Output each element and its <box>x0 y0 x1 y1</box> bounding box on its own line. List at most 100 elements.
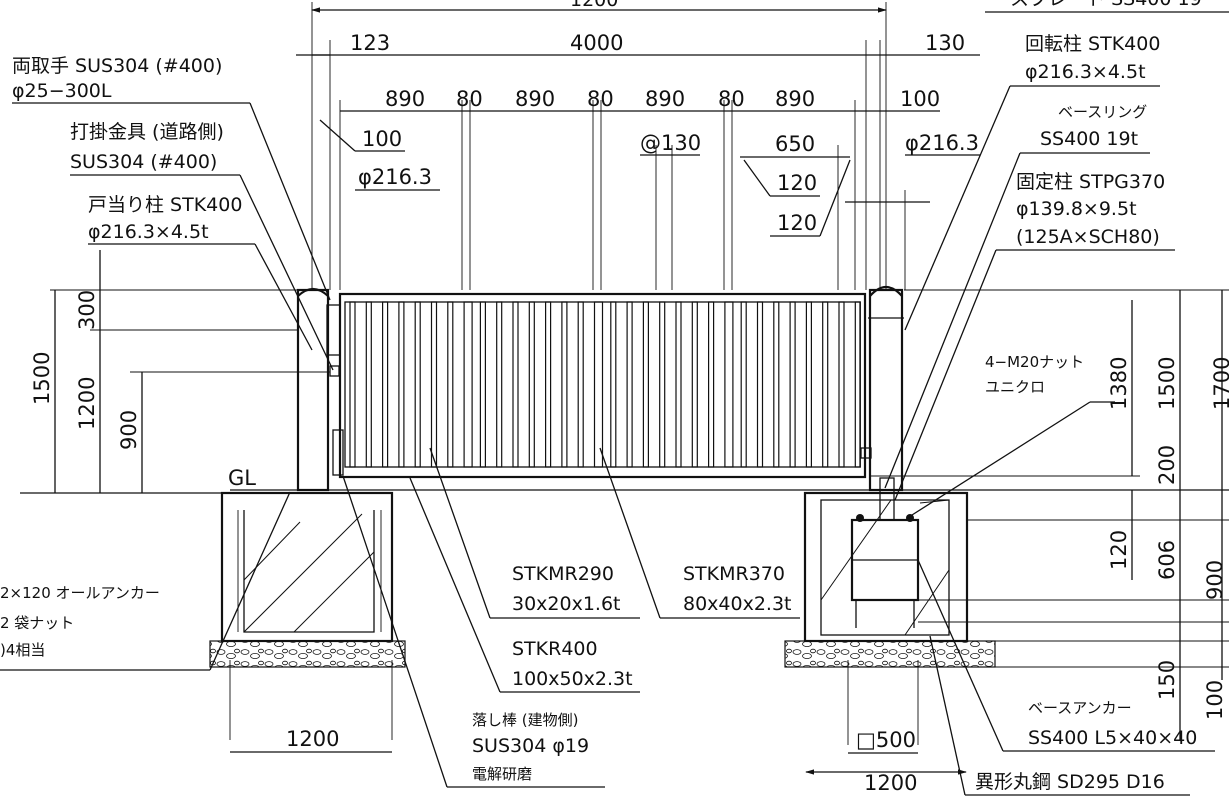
gate-slats <box>349 301 861 468</box>
pivot-post-right <box>860 285 904 492</box>
gate-slat <box>854 301 861 468</box>
latch-bracket <box>326 304 341 356</box>
dim-base-1200-right: 1200 <box>864 771 917 795</box>
gate-slat <box>577 301 584 468</box>
dim-top-overall: 1200 <box>570 0 618 11</box>
dim-130: 130 <box>925 31 965 55</box>
gate-panel <box>338 292 867 479</box>
dim-v-1200: 1200 <box>75 377 99 430</box>
vertical-dimensions-right: 1380 1500 1700 200 120 606 900 150 100 <box>870 289 1229 740</box>
label-anchor-b: SS400 L5×40×40 <box>1028 727 1197 749</box>
gate-slat <box>675 301 682 468</box>
gate-slat <box>382 301 389 468</box>
label-dropbar-b: SUS304 φ19 <box>472 735 589 757</box>
gate-slat <box>724 301 734 468</box>
label-stop-post-size: φ216.3×4.5t <box>88 221 209 243</box>
label-fixed-post-size: φ139.8×9.5t <box>1016 198 1137 220</box>
gate-slat <box>805 301 813 468</box>
dim-650: 650 <box>775 132 815 156</box>
dim-120-b: 120 <box>777 211 817 235</box>
gl-label: GL <box>228 466 256 490</box>
label-left-anchor-b: 2 袋ナット <box>0 614 74 632</box>
label-rebar: 異形丸鋼 SD295 D16 <box>975 771 1165 793</box>
dim-v-200: 200 <box>1155 445 1179 485</box>
dim-phi-left: φ216.3 <box>358 165 432 189</box>
dim-890-d: 890 <box>775 87 815 111</box>
dim-4000: 4000 <box>570 31 623 55</box>
gate-slat <box>740 301 747 468</box>
dim-100-right: 100 <box>900 87 940 111</box>
dim-80-c: 80 <box>718 87 745 111</box>
label-base-ring-title: ベースリング <box>1058 103 1147 121</box>
label-base-ring-spec: SS400 19t <box>1040 128 1138 150</box>
gate-slat <box>659 301 666 468</box>
label-stkr400-b: 100x50x2.3t <box>512 668 633 690</box>
dim-v-120: 120 <box>1107 530 1131 570</box>
dim-120-a: 120 <box>777 171 817 195</box>
dim-100-left: 100 <box>362 127 402 151</box>
label-latch-title: 打掛金具 (道路側) <box>70 121 224 143</box>
dim-v-100: 100 <box>1203 680 1227 720</box>
gate-slat <box>496 301 503 468</box>
gate-slat <box>707 301 715 468</box>
label-plate-top: ースプレート SS400 19 <box>992 0 1202 10</box>
foundation-left: 1200 <box>209 491 406 753</box>
dim-v-1380: 1380 <box>1107 357 1131 410</box>
gate-slat <box>822 301 829 468</box>
label-dropbar-a: 落し棒 (建物側) <box>472 711 578 729</box>
label-stkr400-a: STKR400 <box>512 638 598 660</box>
label-nut-title: 4−M20ナット <box>985 353 1084 371</box>
label-left-anchor-a: 2×120 オールアンカー <box>0 584 160 602</box>
dim-v-300: 300 <box>75 290 99 330</box>
ground-line: GL <box>20 466 1229 494</box>
gate-slat <box>756 301 764 468</box>
dim-pitch-130: @130 <box>640 131 701 155</box>
dim-v-900-right: 900 <box>1203 560 1227 600</box>
callouts-right: ースプレート SS400 19 回転柱 STK400 φ216.3×4.5t ベ… <box>884 0 1229 796</box>
label-pivot-post-spec: 回転柱 STK400 <box>1025 33 1160 55</box>
dim-80-b: 80 <box>587 87 614 111</box>
label-pivot-post-size: φ216.3×4.5t <box>1025 61 1146 83</box>
gate-slat <box>512 301 519 468</box>
dim-890-c: 890 <box>645 87 685 111</box>
dim-v-1700: 1700 <box>1210 357 1229 410</box>
label-stkmr370-b: 80x40x2.3t <box>683 593 792 615</box>
gate-slat <box>773 301 780 468</box>
gate-slat <box>349 301 356 468</box>
top-dimensions: 1200 123 4000 130 890 80 890 80 890 80 8… <box>296 0 980 290</box>
gate-slat <box>528 301 535 468</box>
stop-post-left <box>296 287 344 492</box>
gate-slat <box>691 301 698 468</box>
dim-v-900-left: 900 <box>117 410 141 450</box>
gate-slat <box>610 301 617 468</box>
dim-v-1500-right: 1500 <box>1155 357 1179 410</box>
gate-slat <box>544 301 552 468</box>
label-latch-spec: SUS304 (#400) <box>70 151 217 173</box>
dim-123: 123 <box>350 31 390 55</box>
gate-slat <box>593 301 604 468</box>
label-stkmr290-b: 30x20x1.6t <box>512 593 621 615</box>
dim-890-a: 890 <box>385 87 425 111</box>
drop-bar <box>332 429 344 476</box>
dim-phi-right: φ216.3 <box>905 131 979 155</box>
dim-890-b: 890 <box>515 87 555 111</box>
gate-slat <box>642 301 650 468</box>
label-handle-spec: 両取手 SUS304 (#400) <box>12 55 222 77</box>
dim-v-1500-left: 1500 <box>30 352 54 405</box>
gate-slat <box>365 301 372 468</box>
dim-v-150: 150 <box>1155 660 1179 700</box>
gate-slat <box>626 301 633 468</box>
dim-base-1200-left: 1200 <box>286 727 339 751</box>
callouts-bottom: STKMR290 30x20x1.6t STKMR370 80x40x2.3t … <box>342 447 800 788</box>
gate-slat <box>398 301 405 468</box>
gate-slat <box>561 301 568 468</box>
dim-base-500: □500 <box>856 728 916 752</box>
gate-slat <box>789 301 796 468</box>
vertical-dimensions-left: 1500 300 1200 900 <box>30 250 330 493</box>
gate-slat <box>447 301 454 468</box>
label-left-anchor-c: )4相当 <box>0 641 45 659</box>
label-handle-size: φ25−300L <box>12 80 112 102</box>
dim-80-a: 80 <box>456 87 483 111</box>
label-fixed-post-spec: 固定柱 STPG370 <box>1016 171 1165 193</box>
